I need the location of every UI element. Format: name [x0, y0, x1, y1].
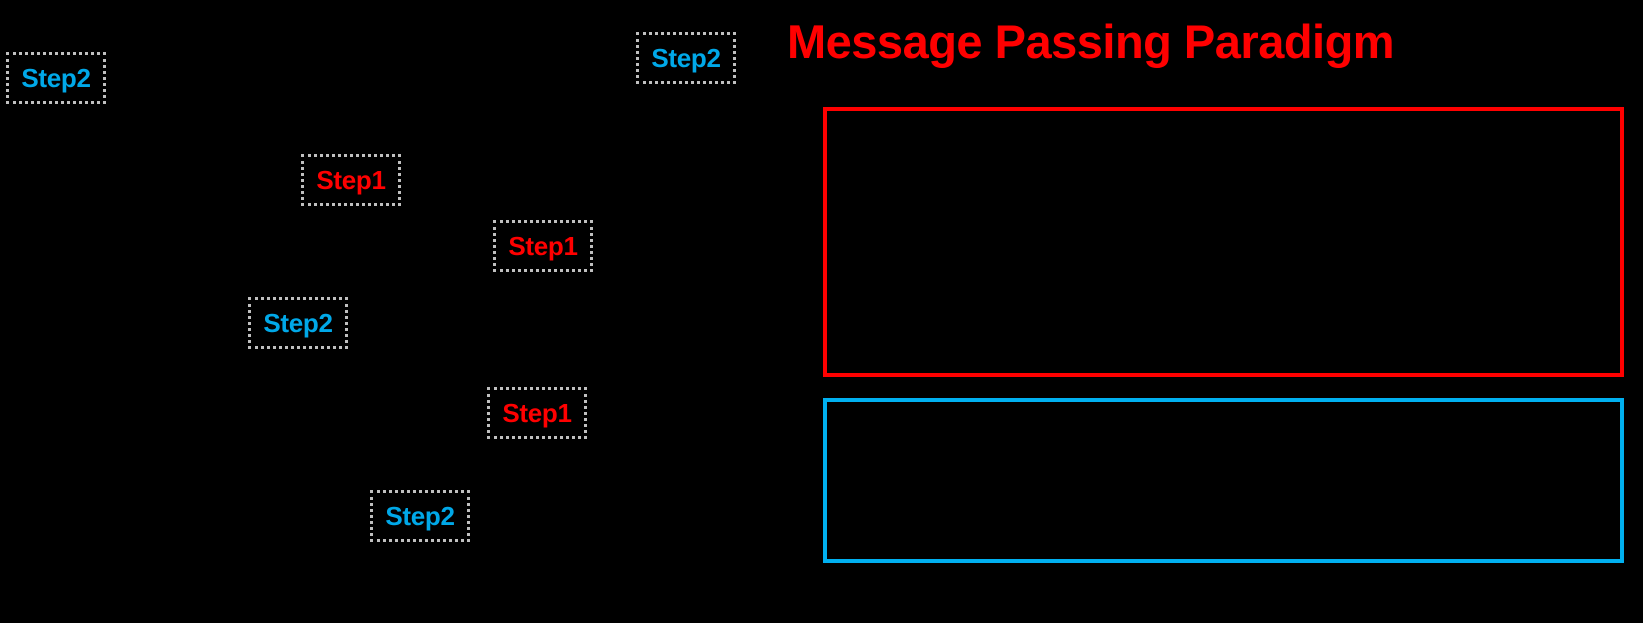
- step-chip-label: Step1: [316, 165, 386, 195]
- step-chip-step1-5[interactable]: Step1: [487, 387, 587, 439]
- step-chip-label: Step1: [502, 398, 572, 428]
- page-title: Message Passing Paradigm: [787, 15, 1395, 68]
- red-content-box: [823, 107, 1624, 377]
- step-chip-step1-3[interactable]: Step1: [493, 220, 593, 272]
- step-chip-step2-1[interactable]: Step2: [636, 32, 736, 84]
- red-content-box-text: [827, 111, 1620, 373]
- step-chip-label: Step2: [263, 308, 333, 338]
- cyan-content-box-text: [827, 402, 1620, 559]
- cyan-content-box: [823, 398, 1624, 563]
- step-chip-step1-2[interactable]: Step1: [301, 154, 401, 206]
- step-chip-step2-4[interactable]: Step2: [248, 297, 348, 349]
- step-chip-label: Step1: [508, 231, 578, 261]
- step-chip-step2-6[interactable]: Step2: [370, 490, 470, 542]
- step-chip-label: Step2: [385, 501, 455, 531]
- step-chip-label: Step2: [21, 63, 91, 93]
- step-chip-label: Step2: [651, 43, 721, 73]
- step-chip-step2-0[interactable]: Step2: [6, 52, 106, 104]
